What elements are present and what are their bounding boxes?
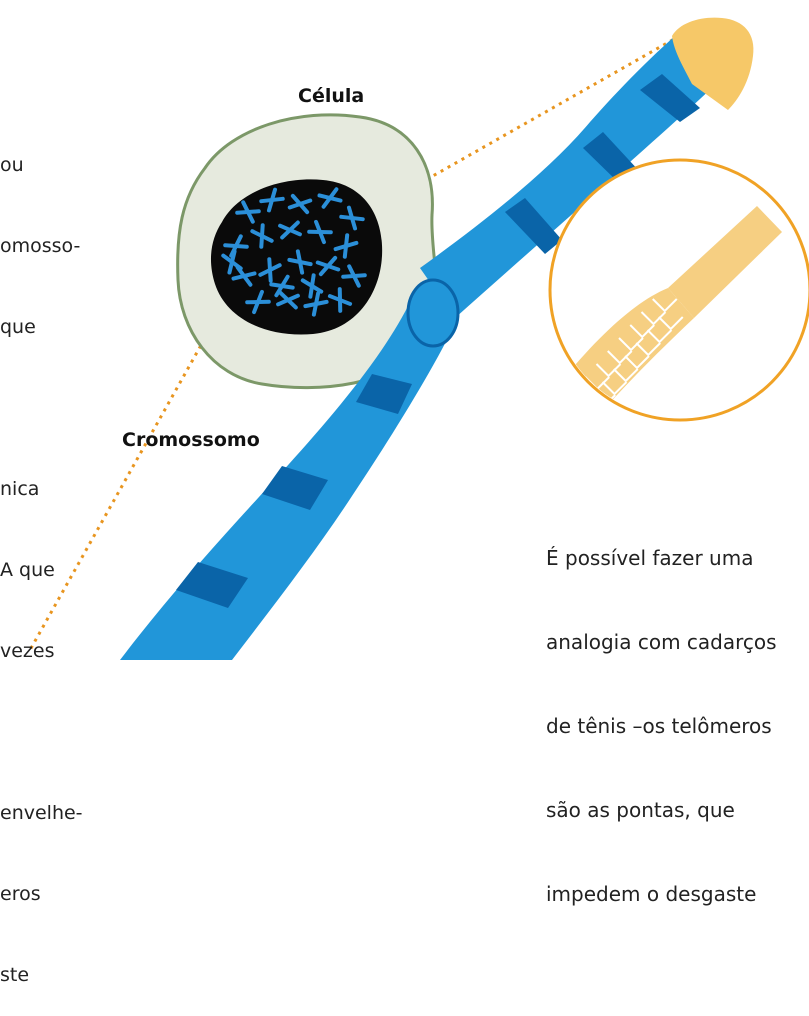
caption-line: analogia com cadarços [546, 628, 777, 656]
braid-stitch [574, 390, 598, 402]
left-text-line: envelhe- [0, 800, 83, 827]
braid-stitch [580, 408, 604, 420]
left-text-line [0, 395, 83, 422]
caption-line: de tênis –os telômeros [546, 712, 777, 740]
left-text-line: vezes [0, 638, 83, 665]
centromere [408, 280, 458, 346]
left-text-line: eros [0, 881, 83, 908]
caption-line: impedem o desgaste [546, 880, 777, 908]
left-text-line: A que [0, 557, 83, 584]
left-text-line: nica [0, 476, 83, 503]
cell-label: Célula [298, 85, 364, 107]
left-text-line: ou [0, 152, 83, 179]
chromosome-label: Cromossomo [122, 429, 260, 451]
left-text-line: que [0, 314, 83, 341]
caption-line: são as pontas, que [546, 796, 777, 824]
shoelace-caption: É possível fazer uma analogia com cadarç… [546, 488, 777, 936]
caption-line: É possível fazer uma [546, 544, 777, 572]
left-text-line: ste [0, 962, 83, 989]
left-text-block: ou omosso- que nica A que vezes envelhe-… [0, 98, 83, 1016]
shoelace-lens [550, 160, 809, 425]
left-text-line [0, 719, 83, 746]
left-text-line: omosso- [0, 233, 83, 260]
